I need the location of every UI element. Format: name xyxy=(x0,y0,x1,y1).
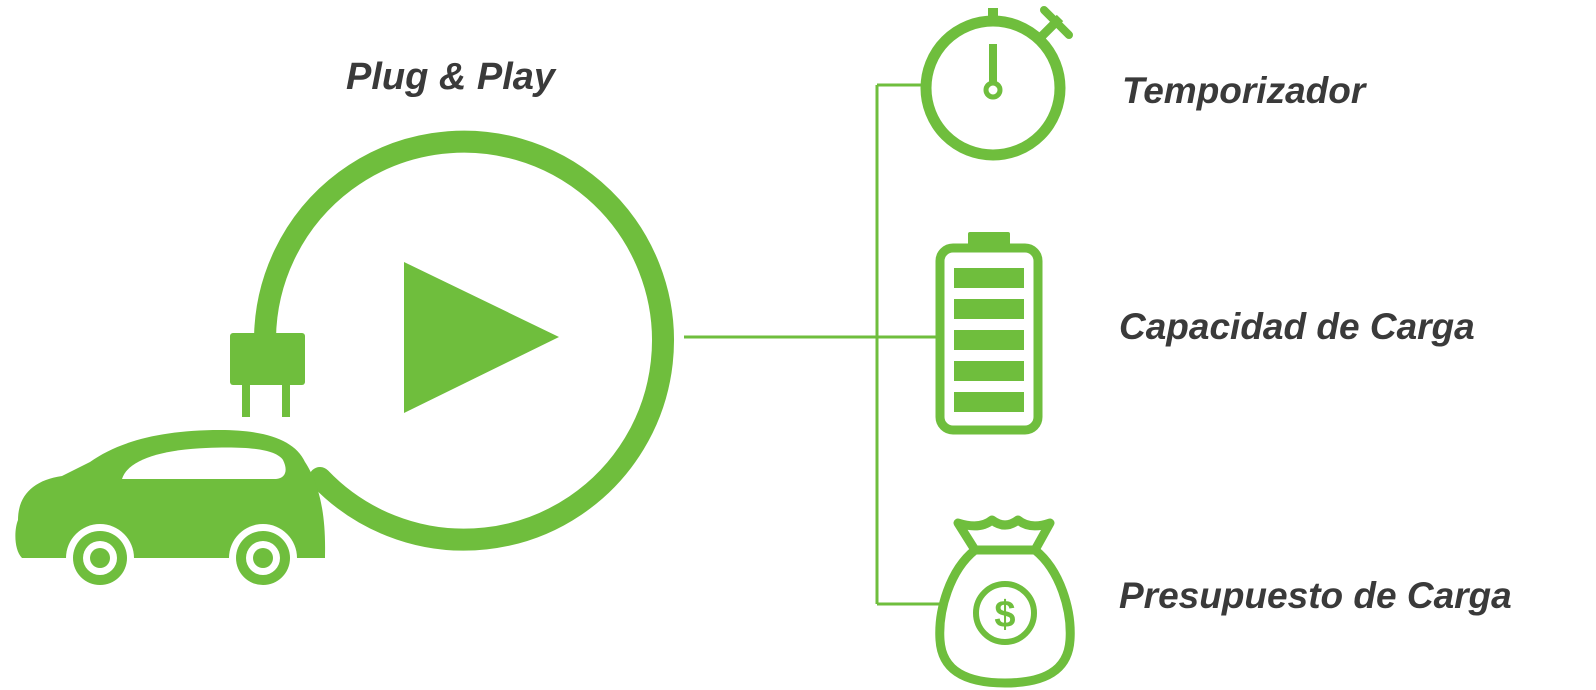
money-bag-icon: $ xyxy=(935,515,1075,688)
item-label-capacity: Capacidad de Carga xyxy=(1119,306,1475,347)
play-icon xyxy=(404,262,559,413)
cable-ring xyxy=(254,130,674,551)
item-label-budget: Presupuesto de Carga xyxy=(1119,575,1512,616)
stopwatch-icon xyxy=(920,6,1073,161)
front-wheel xyxy=(66,524,134,592)
plug-icon xyxy=(230,333,305,417)
car-icon xyxy=(15,430,326,592)
battery-icon xyxy=(935,232,1043,435)
connector-lines xyxy=(684,83,940,606)
rear-wheel xyxy=(229,524,297,592)
item-label-timer: Temporizador xyxy=(1122,70,1366,111)
dollar-sign: $ xyxy=(994,594,1015,636)
plug-and-play-graphic xyxy=(15,130,674,592)
diagram-title: Plug & Play xyxy=(346,56,556,98)
